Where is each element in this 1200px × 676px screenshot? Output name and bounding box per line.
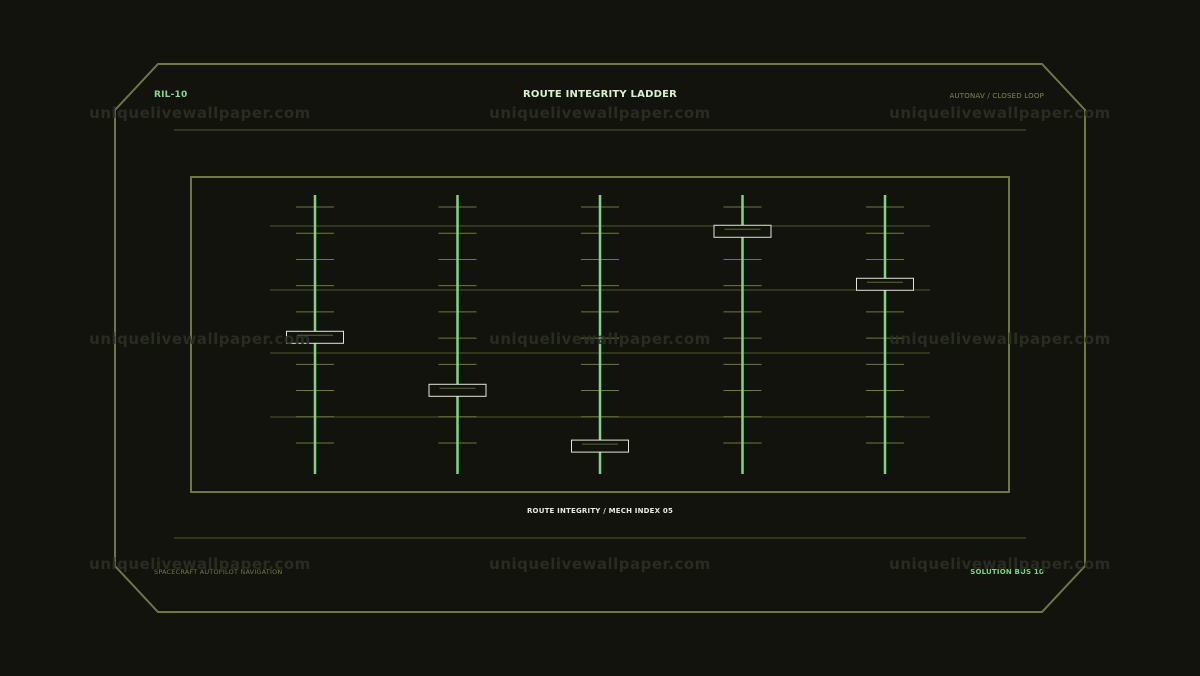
ladder-marker: [286, 330, 344, 344]
mode-status: AUTONAV / CLOSED LOOP: [949, 92, 1044, 100]
footer-system-label: SPACECRAFT AUTOPILOT NAVIGATION: [154, 568, 283, 576]
ladder-panel: [190, 176, 1010, 493]
ladder-marker: [713, 224, 772, 238]
footer-bus-label: SOLUTION BUS 10: [970, 568, 1044, 576]
panel-caption: ROUTE INTEGRITY / MECH INDEX 05: [526, 507, 674, 515]
ladder-marker: [571, 439, 629, 453]
panel-code: RIL-10: [154, 90, 188, 100]
ladder-group: [270, 195, 930, 474]
outer-frame: [114, 63, 1086, 613]
page-title: ROUTE INTEGRITY LADDER: [522, 89, 677, 100]
ladder-marker: [856, 277, 914, 291]
ladder-marker: [428, 383, 487, 397]
